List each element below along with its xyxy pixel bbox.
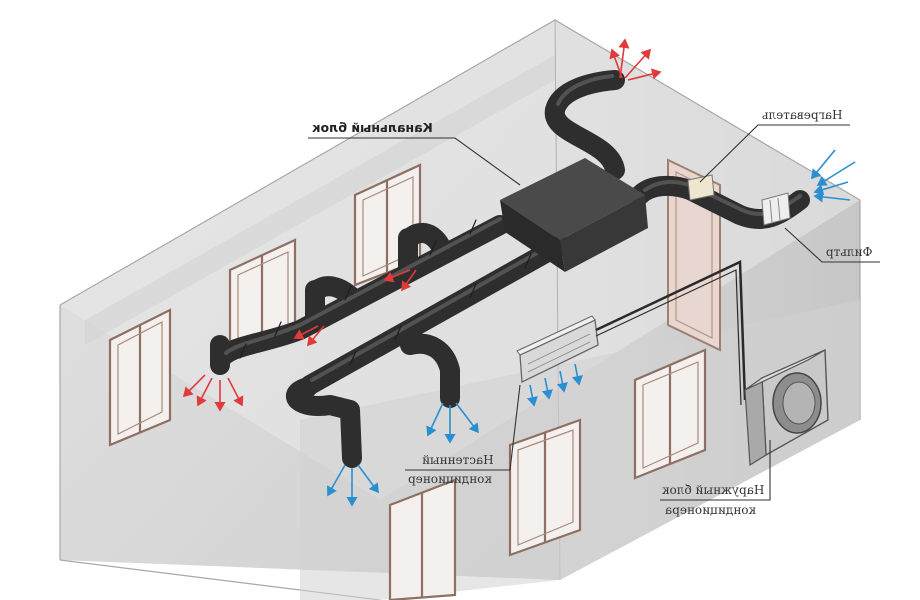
wall-ac-label-line2: кондиционер bbox=[408, 472, 492, 486]
duct-branch bbox=[398, 222, 450, 255]
wall-ac-leader bbox=[405, 384, 521, 471]
outdoor-unit-leader bbox=[660, 440, 771, 501]
leader-lines bbox=[308, 124, 880, 501]
duct-unit bbox=[500, 158, 648, 272]
wall-ac-label-line1: Настенный bbox=[422, 453, 494, 467]
window bbox=[508, 418, 582, 557]
window bbox=[108, 308, 172, 447]
warm-air-arrows bbox=[182, 38, 662, 412]
wall-top-edge bbox=[85, 55, 555, 345]
heater-label: Нагреватель bbox=[762, 108, 843, 122]
cool-air-arrows bbox=[327, 149, 856, 507]
refrigerant-line bbox=[595, 260, 747, 406]
window bbox=[388, 478, 457, 600]
wall-ac-unit bbox=[516, 315, 599, 384]
filter-label: Фильтр bbox=[826, 245, 873, 259]
exhaust-duct bbox=[544, 100, 625, 180]
filter-box bbox=[761, 192, 791, 226]
outdoor-unit bbox=[744, 348, 829, 467]
duct-drop bbox=[400, 333, 460, 408]
outdoor-unit-label-line2: кондиционера bbox=[665, 503, 756, 517]
heater-box bbox=[687, 174, 715, 201]
floor bbox=[60, 20, 860, 500]
duct-unit-label: Канальный блок bbox=[312, 120, 433, 135]
heater-leader bbox=[699, 124, 850, 183]
duct-drop bbox=[285, 378, 362, 468]
filter-leader bbox=[784, 227, 880, 263]
duct-unit-leader bbox=[308, 137, 521, 186]
window bbox=[633, 348, 707, 480]
outdoor-unit-label-line1: Наружный блок bbox=[662, 483, 765, 497]
